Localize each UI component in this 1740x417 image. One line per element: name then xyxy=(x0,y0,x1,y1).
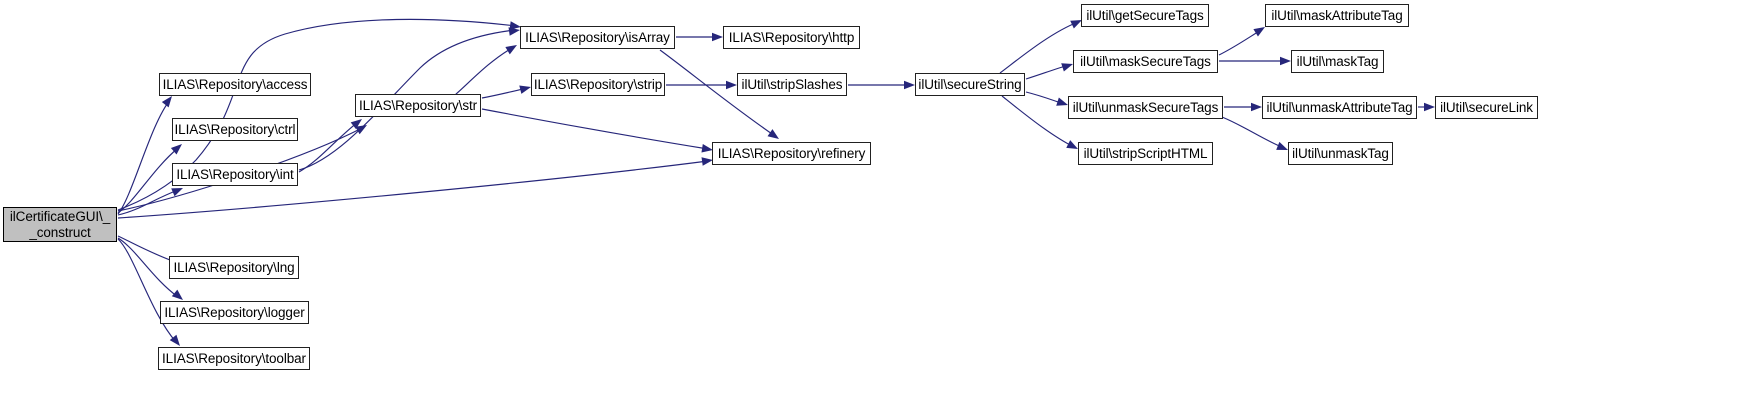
call-edge xyxy=(1221,116,1285,149)
call-edge xyxy=(117,147,179,214)
call-edge xyxy=(481,108,709,150)
graph-node[interactable]: ILIAS\Repository\strip xyxy=(531,73,665,96)
graph-node[interactable]: ILIAS\Repository\isArray xyxy=(520,26,675,49)
graph-node[interactable]: ILIAS\Repository\toolbar xyxy=(158,347,310,370)
call-edge-arrowhead xyxy=(350,119,362,130)
graph-node[interactable]: ilUtil\maskAttributeTag xyxy=(1265,4,1409,27)
graph-node[interactable]: ILIAS\Repository\int xyxy=(172,163,298,186)
graph-node[interactable]: ilUtil\secureString xyxy=(915,73,1025,96)
call-edge xyxy=(1218,29,1262,56)
call-edge xyxy=(1025,64,1070,80)
graph-node[interactable]: ilUtil\unmaskSecureTags xyxy=(1068,96,1223,119)
call-edge xyxy=(117,238,177,343)
call-edge xyxy=(454,47,513,96)
call-edge xyxy=(1025,91,1065,105)
graph-node[interactable]: ilUtil\secureLink xyxy=(1435,96,1538,119)
call-edge xyxy=(1001,95,1075,148)
call-edge-arrowhead xyxy=(170,144,182,155)
call-edge xyxy=(117,99,171,215)
graph-node[interactable]: ILIAS\Repository\refinery xyxy=(712,142,871,165)
call-edge xyxy=(298,121,359,173)
graph-node[interactable]: ilUtil\stripSlashes xyxy=(737,73,847,96)
call-edge-arrowhead xyxy=(726,80,737,90)
graph-node[interactable]: ilUtil\stripScriptHTML xyxy=(1078,142,1213,165)
call-edge-arrowhead xyxy=(508,27,520,36)
call-edge-arrowhead xyxy=(505,45,517,55)
call-edge-arrowhead xyxy=(767,129,779,139)
call-edge xyxy=(117,189,179,216)
call-edge-arrowhead xyxy=(1280,56,1291,66)
graph-node[interactable]: ilUtil\getSecureTags xyxy=(1081,4,1209,27)
call-edge-arrowhead xyxy=(904,80,915,90)
call-edge xyxy=(481,87,528,99)
graph-node[interactable]: ilUtil\maskSecureTags xyxy=(1073,50,1218,73)
graph-node[interactable]: ILIAS\Repository\lng xyxy=(169,256,299,279)
graph-node[interactable]: ILIAS\Repository\ctrl xyxy=(172,118,298,141)
graph-node[interactable]: ILIAS\Repository\logger xyxy=(160,301,309,324)
graph-node[interactable]: ILIAS\Repository\access xyxy=(159,73,311,96)
call-edge-arrowhead xyxy=(1424,102,1435,112)
graph-node[interactable]: ilUtil\unmaskAttributeTag xyxy=(1262,96,1417,119)
graph-node[interactable]: ILIAS\Repository\http xyxy=(723,26,860,49)
graph-node[interactable]: ILIAS\Repository\str xyxy=(355,94,481,117)
call-edge xyxy=(999,21,1079,74)
call-edge-arrowhead xyxy=(712,32,723,42)
call-edge-arrowhead xyxy=(355,125,367,135)
graph-node[interactable]: ilUtil\maskTag xyxy=(1291,50,1384,73)
graph-node-root[interactable]: ilCertificateGUI\_ _construct xyxy=(3,207,117,242)
call-edge-arrowhead xyxy=(1251,102,1262,112)
graph-node[interactable]: ilUtil\unmaskTag xyxy=(1288,142,1393,165)
